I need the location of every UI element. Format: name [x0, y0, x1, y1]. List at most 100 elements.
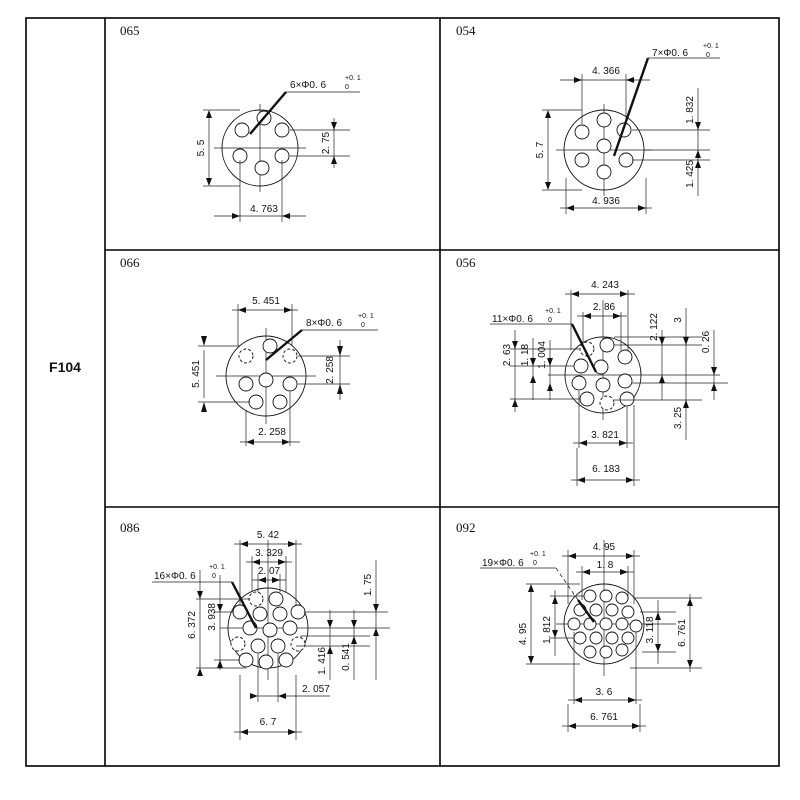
pin-hole	[617, 349, 633, 365]
pin-hole	[268, 591, 284, 607]
pin-hole	[567, 617, 581, 631]
dimension-label: 5. 42	[257, 530, 280, 541]
callout-leader	[577, 599, 595, 623]
dimension-label: 4. 95	[518, 622, 529, 645]
dimension-label: 5. 451	[191, 360, 202, 388]
dimension-label: 1. 416	[317, 647, 328, 675]
pin-hole	[574, 152, 590, 168]
pin-callout: 19×Φ0. 6	[482, 558, 524, 569]
pin-hole	[272, 606, 288, 622]
pin-hole	[270, 638, 286, 654]
pin-hole	[599, 337, 615, 353]
pin-hole	[258, 654, 274, 670]
pin-hole	[599, 645, 613, 659]
pin-hole	[595, 377, 611, 393]
pin-hole	[617, 373, 633, 389]
dimension-label: 6. 7	[260, 717, 277, 728]
dimension-label: 1. 75	[363, 573, 374, 596]
dimension-label: 2. 057	[302, 684, 330, 695]
cell-066: 066 8×Φ0. 6 +0. 1 0 5. 451 5. 451 2. 258	[120, 255, 378, 446]
pin-hole	[238, 376, 254, 392]
pin-hole	[619, 391, 635, 407]
dimension-label: 6. 183	[592, 464, 620, 475]
part-code: 056	[456, 255, 476, 270]
dimension-label: 4. 95	[593, 542, 616, 553]
pin-hole	[282, 376, 298, 392]
callout-leader	[612, 57, 650, 157]
pin-hole	[262, 622, 278, 638]
part-code: 092	[456, 520, 476, 535]
pin-hole	[290, 636, 306, 652]
callout-leader	[249, 91, 287, 135]
dimension-label: 1. 812	[542, 616, 553, 644]
dimension-label: 2. 63	[502, 343, 513, 366]
cell-086: 086 16×Φ0. 6 +0. 1 0 5. 42 3. 3	[120, 520, 390, 740]
pin-hole	[573, 631, 587, 645]
pin-hole	[250, 638, 266, 654]
callout-leader	[230, 581, 258, 629]
pin-hole	[230, 636, 246, 652]
pin-hole	[589, 631, 603, 645]
dimension-label: 1. 004	[537, 341, 548, 369]
tolerance-upper: +0. 1	[358, 313, 374, 320]
tolerance-upper: +0. 1	[703, 43, 719, 50]
cell-056: 056 11×Φ0. 6 +0. 1 0 4. 243 2. 86	[456, 255, 728, 486]
pin-hole	[272, 394, 288, 410]
part-code: 054	[456, 23, 476, 38]
pin-hole	[583, 645, 597, 659]
tolerance-upper: +0. 1	[545, 308, 561, 315]
tolerance-lower: 0	[548, 317, 552, 324]
pin-hole	[252, 606, 268, 622]
pin-hole	[615, 643, 629, 657]
part-code: 066	[120, 255, 140, 270]
dimension-label: 0. 26	[701, 330, 712, 353]
cell-092: 092 19×Φ0. 6 +0. 1 0 4. 95	[456, 520, 702, 732]
pin-hole	[258, 372, 274, 388]
tolerance-lower: 0	[345, 84, 349, 91]
tolerance-upper: +0. 1	[209, 564, 225, 571]
pin-hole	[615, 591, 629, 605]
tolerance-lower: 0	[706, 52, 710, 59]
pin-hole	[621, 631, 635, 645]
cell-065: 065 6×Φ0. 6 +0. 1 0 5. 5 2. 75 4. 763	[120, 23, 361, 222]
pin-hole	[290, 604, 306, 620]
pin-hole	[574, 124, 590, 140]
pin-hole	[605, 603, 619, 617]
dimension-label: 1. 18	[520, 343, 531, 366]
dimension-label: 2. 86	[593, 302, 616, 313]
pin-hole	[274, 122, 290, 138]
pin-callout: 11×Φ0. 6	[492, 314, 533, 325]
pin-callout: 7×Φ0. 6	[652, 48, 689, 59]
dimension-label: 0. 541	[341, 643, 352, 671]
pin-hole	[618, 152, 634, 168]
pin-hole	[589, 603, 603, 617]
dimension-label: 5. 5	[196, 139, 207, 156]
pin-hole	[596, 164, 612, 180]
pin-hole	[282, 348, 298, 364]
pin-hole	[596, 138, 612, 154]
tolerance-upper: +0. 1	[345, 75, 361, 82]
pin-hole	[615, 617, 629, 631]
pin-hole	[238, 652, 254, 668]
pin-hole	[262, 338, 278, 354]
dimension-label: 2. 258	[258, 427, 286, 438]
pin-callout: 8×Φ0. 6	[306, 318, 343, 329]
pin-hole	[583, 617, 597, 631]
pin-hole	[599, 617, 613, 631]
pin-hole	[573, 358, 589, 374]
pin-hole	[248, 591, 264, 607]
pin-hole	[596, 112, 612, 128]
pin-hole	[583, 589, 597, 603]
dimension-label: 2. 258	[325, 356, 336, 384]
pin-hole	[238, 348, 254, 364]
dimension-label: 5. 451	[252, 296, 280, 307]
tolerance-lower: 0	[361, 322, 365, 329]
pin-hole	[621, 605, 635, 619]
tolerance-upper: +0. 1	[530, 551, 546, 558]
pin-hole	[234, 122, 250, 138]
dimension-label: 4. 366	[592, 66, 620, 77]
dimension-label: 2. 75	[321, 131, 332, 154]
pin-hole	[282, 620, 298, 636]
callout-leader	[265, 329, 303, 361]
part-code: 065	[120, 23, 140, 38]
